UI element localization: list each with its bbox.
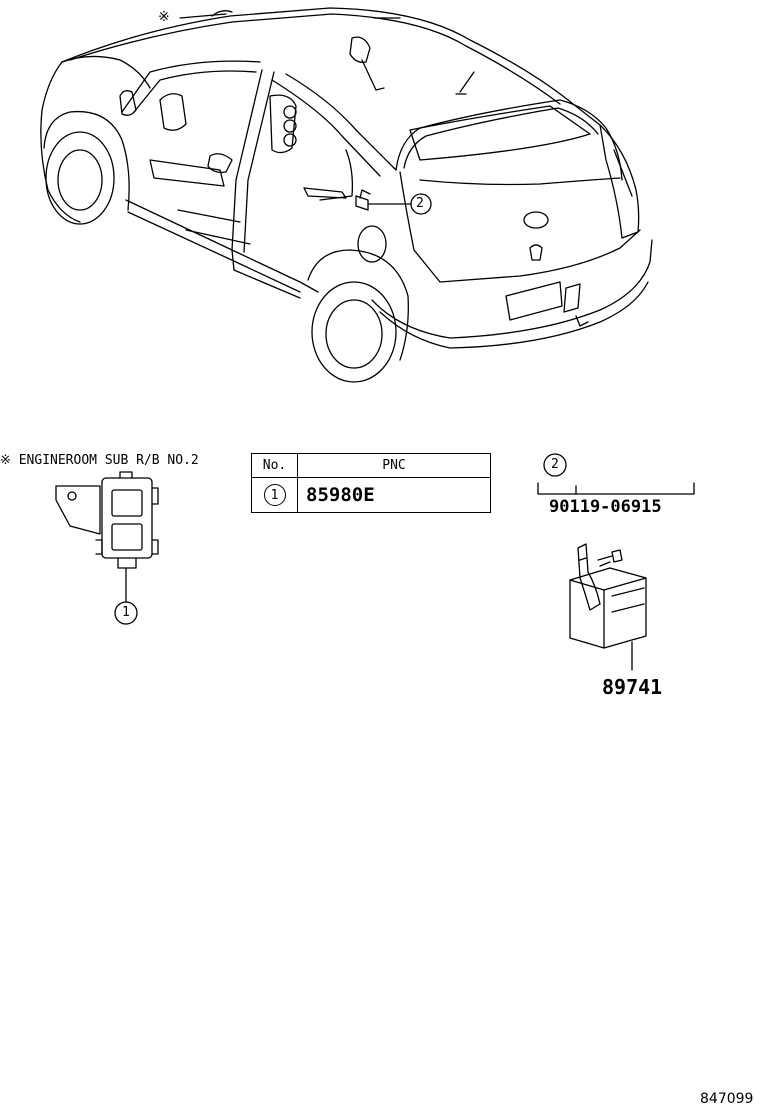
callout-2-label-car: 2 — [416, 196, 424, 211]
bolt-part-number: 90119-06915 — [549, 497, 662, 517]
diagram-id: 847099 — [700, 1091, 754, 1107]
row-pnc-value: 85980E — [306, 484, 375, 506]
callout-1-label-relay: 1 — [122, 605, 130, 620]
ref-mark: ※ — [158, 9, 170, 25]
callout-2-label-module: 2 — [551, 457, 559, 472]
relay-block-illustration — [55, 471, 159, 603]
pnc-table: No. PNC 1 85980E — [251, 453, 491, 513]
car-illustration — [40, 7, 653, 383]
relay-block-title: ※ ENGINEROOM SUB R/B NO.2 — [0, 453, 199, 468]
table-header-pnc-text: PNC — [382, 458, 406, 473]
table-header-pnc: PNC — [298, 454, 490, 478]
table-row-pnc: 85980E — [298, 478, 490, 512]
table-row-no: 1 — [252, 478, 298, 512]
module-part-number: 89741 — [602, 675, 663, 699]
callout-circle-2-car — [410, 193, 432, 215]
table-header-no-text: No. — [262, 458, 287, 473]
table-header-no: No. — [252, 454, 298, 478]
callout-circle-1-relay — [114, 601, 138, 625]
row-no-circle: 1 — [263, 484, 286, 506]
callout-circle-2-module — [543, 453, 567, 477]
module-illustration — [537, 482, 695, 671]
